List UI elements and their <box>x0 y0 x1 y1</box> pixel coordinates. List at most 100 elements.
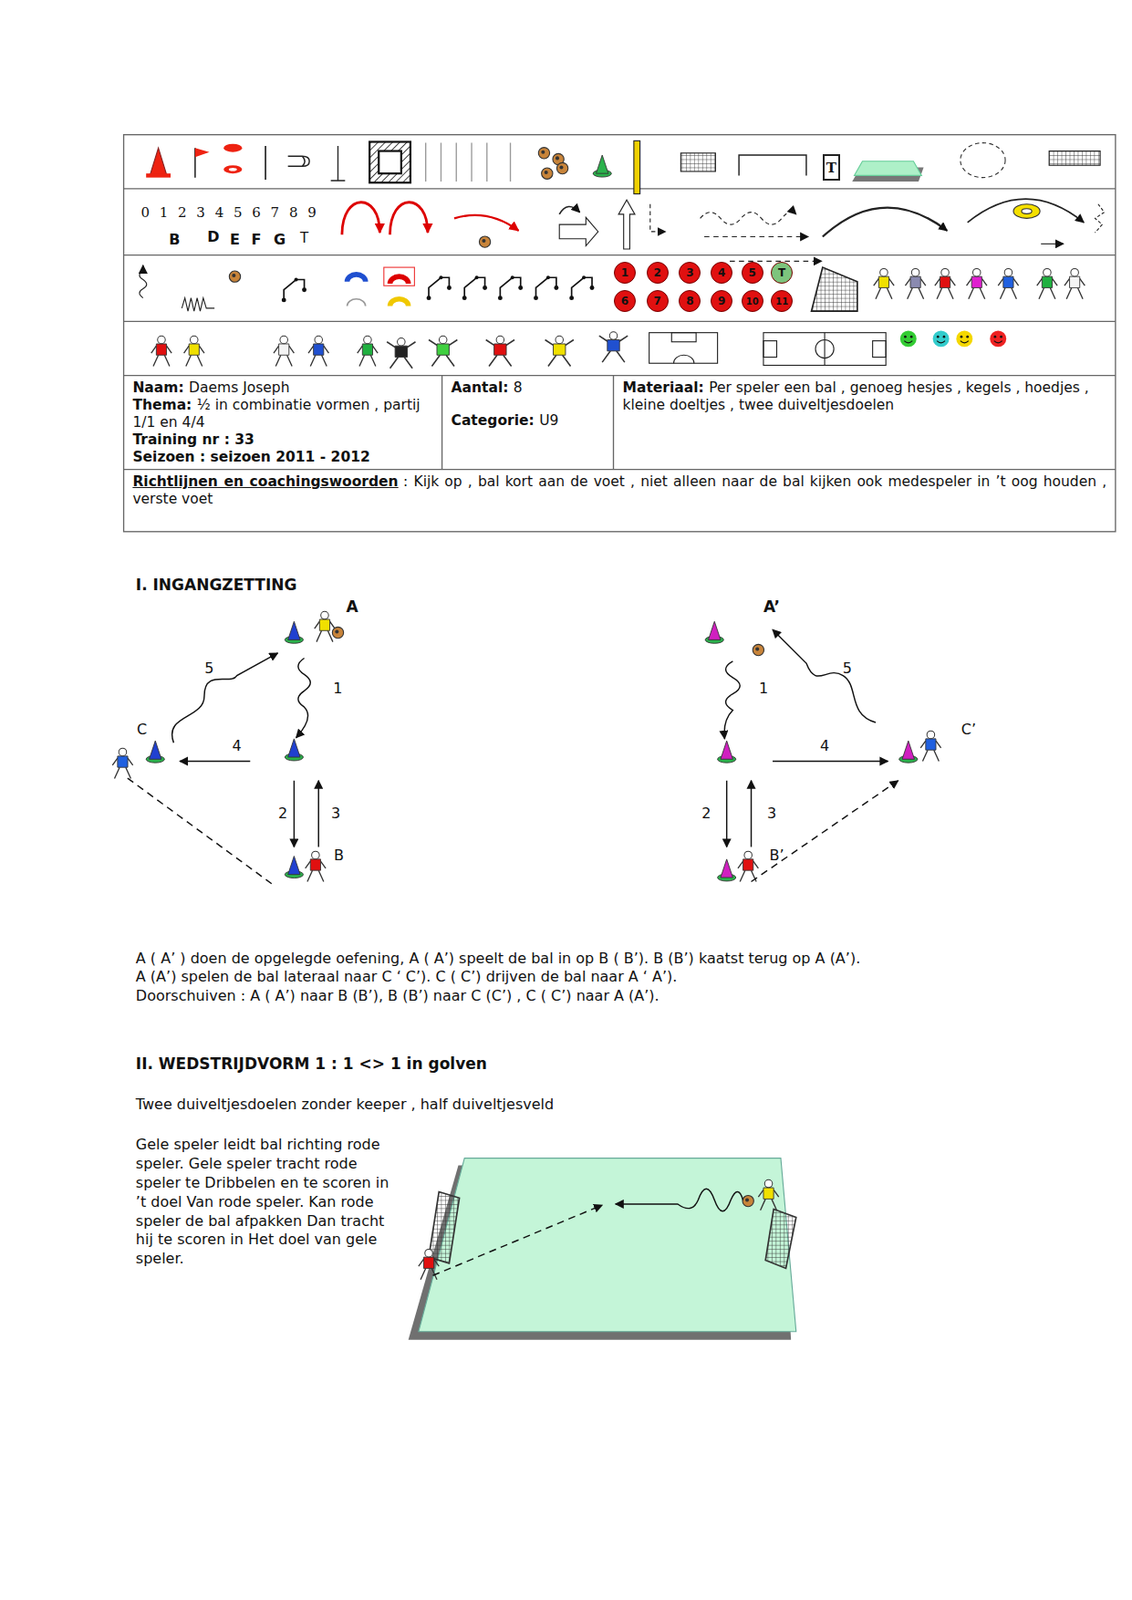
header-table-part <box>124 135 1116 532</box>
symbol-row-3-part <box>384 267 416 286</box>
number-circle: 1 <box>613 261 636 284</box>
exercise-left-part <box>293 780 295 848</box>
symbol-row-4-part <box>184 335 205 366</box>
step-number: 3 <box>767 803 777 823</box>
text-line: Richtlijnen en coachingswoorden: Kijk op… <box>132 473 1107 509</box>
symbol-row-4-part <box>994 335 1003 343</box>
text-line: Categorie:U9 <box>451 412 605 430</box>
exercise-right-part <box>920 730 941 761</box>
pitch-illustration-part <box>418 1248 439 1279</box>
symbol-row-4-part <box>649 332 718 364</box>
step-number: 4 <box>232 737 242 757</box>
symbol-row-4-part <box>955 330 973 347</box>
player-label: B’ <box>769 845 785 865</box>
symbol-text: 2 <box>653 266 661 280</box>
symbol-row-3-part <box>462 275 488 301</box>
symbol-row-2-part <box>1013 204 1040 219</box>
symbol-row-1-part <box>633 140 641 194</box>
cell-text: Naam: <box>132 379 184 396</box>
symbol-row-2-part <box>559 217 599 246</box>
symbol-row-1-part <box>288 155 310 167</box>
exercise-right-part <box>737 851 759 882</box>
step-number: 2 <box>278 803 288 823</box>
instruction-text: A ( A’ ) doen de opgelegde oefening, A (… <box>135 949 966 969</box>
symbol-row-3-part <box>934 268 956 299</box>
symbol-row-2-part <box>1095 204 1105 233</box>
symbol-row-1-part <box>425 143 511 183</box>
step-number: 1 <box>332 679 343 699</box>
symbol-row-1-part <box>960 143 1006 178</box>
symbol-row-4-part <box>903 335 913 343</box>
symbol-row-4-part <box>545 335 574 366</box>
section-heading: I. INGANGZETTING <box>135 574 298 595</box>
header-table-part <box>124 188 1116 470</box>
step-number: 4 <box>820 737 830 757</box>
step-number: 3 <box>331 803 341 823</box>
symbol-text: 1 <box>621 266 629 280</box>
symbol-row-1-part <box>145 173 171 177</box>
text-line: Aantal:8 <box>451 379 605 397</box>
header-table <box>124 135 1116 532</box>
symbol-row-3-part <box>390 276 409 284</box>
symbol-row-3-part <box>811 267 858 312</box>
cell-text: Richtlijnen en coachingswoorden <box>132 473 398 490</box>
letter-symbol: T <box>300 229 309 249</box>
pitch-illustration-part <box>428 1192 460 1264</box>
exercise-left <box>112 611 343 883</box>
cell-text: Seizoen : seizoen 2011 - 2012 <box>132 448 370 466</box>
pitch-illustration-part <box>758 1179 779 1210</box>
number-circle: 2 <box>646 261 669 284</box>
symbol-row-3-part <box>281 277 307 302</box>
number-circle: 3 <box>678 261 701 284</box>
number-circle: T <box>770 261 793 284</box>
symbol-row-3 <box>139 260 1085 312</box>
number-circle: 11 <box>770 290 793 312</box>
number-circle: 5 <box>741 261 764 284</box>
symbol-row-4-part <box>151 335 172 366</box>
symbol-row-3-part <box>1064 268 1085 299</box>
number-row: 0 1 2 3 4 5 6 7 8 9 <box>140 204 319 223</box>
number-circle: 7 <box>646 290 669 312</box>
exercise-left-part <box>284 738 303 761</box>
step-number: 5 <box>204 659 214 679</box>
symbol-row-4-part <box>671 332 696 343</box>
symbol-row-3-part <box>966 268 987 299</box>
symbol-row-1-part <box>1048 151 1101 167</box>
exercise-right <box>705 621 941 882</box>
symbol-text: 5 <box>748 266 757 280</box>
exercise-left-part <box>126 777 272 883</box>
symbol-row-1-part <box>195 147 210 157</box>
cell-text: Thema: <box>132 396 192 414</box>
exercise-left-part <box>305 851 326 882</box>
symbol-row-1-part <box>228 167 238 172</box>
info-cell: Aantal:8Categorie:U9 <box>442 375 614 470</box>
player-label: A <box>345 596 358 617</box>
info-cell: Naam:Daems JosephThema:½ in combinatie v… <box>123 375 442 470</box>
section-heading: II. WEDSTRIJDVORM 1 : 1 <> 1 in golven <box>135 1053 488 1074</box>
pitch-illustration-part <box>615 1188 744 1212</box>
symbol-row-2-part <box>1040 243 1064 245</box>
symbol-row-1-part <box>150 147 167 175</box>
symbol-row-4-part <box>960 335 969 343</box>
guidelines-cell: Richtlijnen en coachingswoorden: Kijk op… <box>123 469 1116 532</box>
pitch-illustration-part <box>433 1204 603 1276</box>
symbol-row-3-part <box>347 299 366 307</box>
symbol-text: 6 <box>621 294 629 308</box>
symbol-row-2-part <box>822 207 947 238</box>
symbol-row-2-part <box>1021 208 1032 215</box>
exercise-right-part <box>717 859 737 882</box>
cell-text: Categorie: <box>451 412 535 429</box>
symbol-row-1-part <box>680 153 716 172</box>
symbol-text: 9 <box>717 294 726 308</box>
cell-text: Aantal: <box>451 379 509 396</box>
text-line: Naam:Daems Joseph <box>132 379 433 397</box>
symbol-row-4 <box>151 330 1007 368</box>
symbol-row-1-part <box>538 147 550 159</box>
exercise-left-part <box>172 653 279 743</box>
symbol-row-4-part <box>936 335 946 343</box>
symbol-row-2-part <box>478 236 490 248</box>
player-label: B <box>333 845 344 865</box>
symbol-row-2-part <box>650 204 666 232</box>
